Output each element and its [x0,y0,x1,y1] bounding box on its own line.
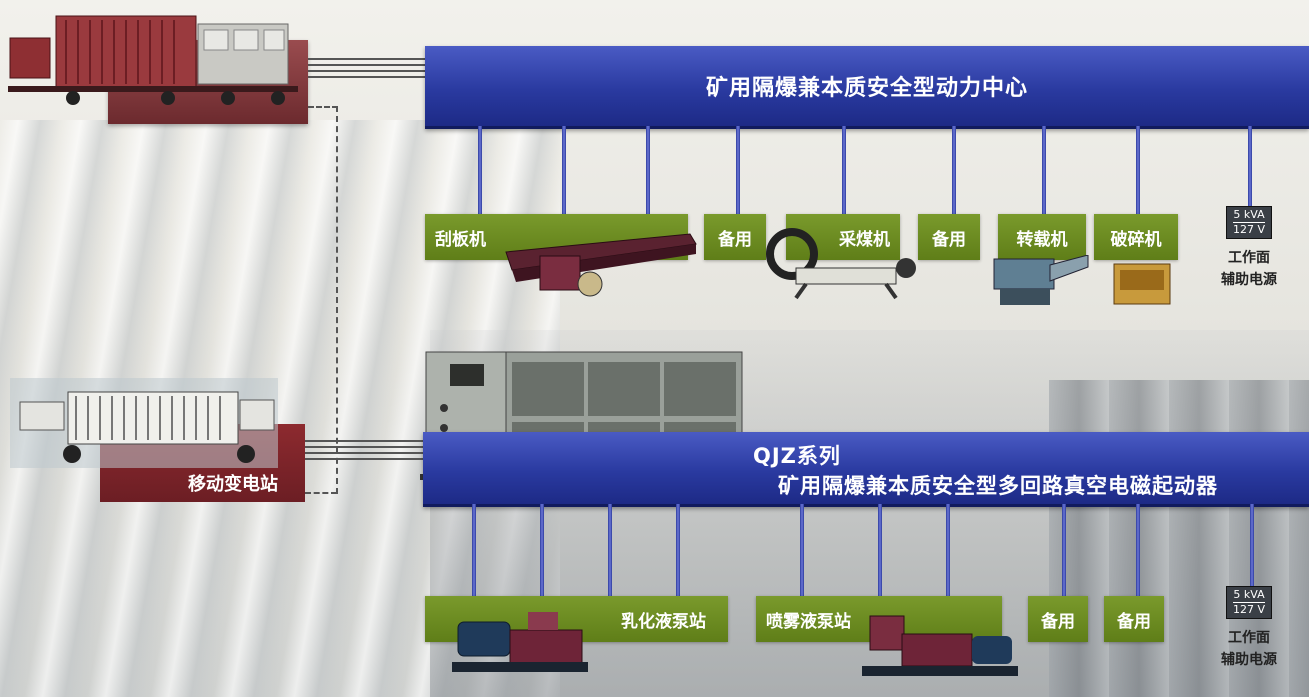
cable-top-3 [308,70,426,72]
rating-badge: 5 kVA 127 V [1225,586,1273,619]
load-label: 备用 [932,229,966,250]
load-label: 采煤机 [839,229,890,250]
drop-bottom-10 [1250,504,1254,588]
aux-caption-1: 工作面 [1228,250,1270,266]
drop-bottom-5 [800,504,804,596]
drop-top-2 [562,126,566,214]
cable-top-1 [308,58,426,60]
cable-bottom-4 [305,458,425,460]
load-label: 转载机 [1016,229,1068,250]
drop-top-5 [842,126,846,214]
drop-bottom-7 [946,504,950,596]
load-transfer-conveyor: 转载机 [998,214,1086,260]
cable-top-4 [308,76,426,78]
rating-voltage: 127 V [1232,602,1266,616]
transformer-truck-icon [8,15,298,105]
load-label: 备用 [718,229,752,250]
transfer-conveyor-icon [993,255,1089,305]
aux-caption-2: 辅助电源 [1221,272,1277,288]
power-center-title: 矿用隔爆兼本质安全型动力中心 [705,76,1028,101]
scraper-conveyor-icon [505,233,697,297]
qjz-starter-bus: QJZ系列 矿用隔爆兼本质安全型多回路真空电磁起动器 [423,432,1309,507]
load-label: 喷雾液泵站 [766,611,851,632]
emulsion-pump-icon [452,612,588,672]
rating-kva: 5 kVA [1233,588,1265,601]
rating-kva: 5 kVA [1233,208,1265,221]
aux-caption-2: 辅助电源 [1221,652,1277,668]
dashed-link-vertical [336,106,338,494]
load-spare-4: 备用 [1104,596,1164,642]
load-label: 备用 [1041,611,1075,632]
rating-voltage: 127 V [1232,222,1266,236]
rating-badge: 5 kVA 127 V [1225,206,1273,239]
load-label: 乳化液泵站 [621,611,706,632]
load-crusher: 破碎机 [1094,214,1178,260]
drop-bottom-6 [878,504,882,596]
drop-top-1 [478,126,482,214]
drop-top-7 [1042,126,1046,214]
load-label: 备用 [1117,611,1151,632]
crusher-icon [1113,263,1171,305]
drop-top-8 [1136,126,1140,214]
drop-bottom-1 [472,504,476,596]
shearer-icon [766,228,916,300]
drop-bottom-9 [1136,504,1140,596]
drop-top-6 [952,126,956,214]
drop-top-9 [1248,126,1252,206]
mobile-substation-label: 移动变电站 [188,474,278,495]
drop-bottom-4 [676,504,680,596]
drop-top-4 [736,126,740,214]
load-label: 刮板机 [435,229,486,250]
mobile-substation-icon [10,378,278,468]
qjz-full-title: 矿用隔爆兼本质安全型多回路真空电磁起动器 [778,474,1218,498]
qjz-series-title: QJZ系列 [753,444,841,468]
aux-power-bottom: 5 kVA 127 V 工作面 辅助电源 [1212,586,1286,671]
aux-power-top: 5 kVA 127 V 工作面 辅助电源 [1212,206,1286,291]
drop-bottom-8 [1062,504,1066,596]
load-spare-2: 备用 [918,214,980,260]
load-label: 破碎机 [1110,229,1162,250]
cable-bottom-1 [305,440,425,442]
cable-bottom-2 [305,446,425,448]
power-center-bus: 矿用隔爆兼本质安全型动力中心 [425,46,1309,129]
load-spare-1: 备用 [704,214,766,260]
drop-top-3 [646,126,650,214]
load-spare-3: 备用 [1028,596,1088,642]
cable-top-2 [308,64,426,66]
aux-caption-1: 工作面 [1228,630,1270,646]
dashed-link-bottom [305,492,337,494]
drop-bottom-3 [608,504,612,596]
spray-pump-icon [862,615,1018,676]
drop-bottom-2 [540,504,544,596]
dashed-link-top [308,106,338,108]
cable-bottom-3 [305,452,425,454]
